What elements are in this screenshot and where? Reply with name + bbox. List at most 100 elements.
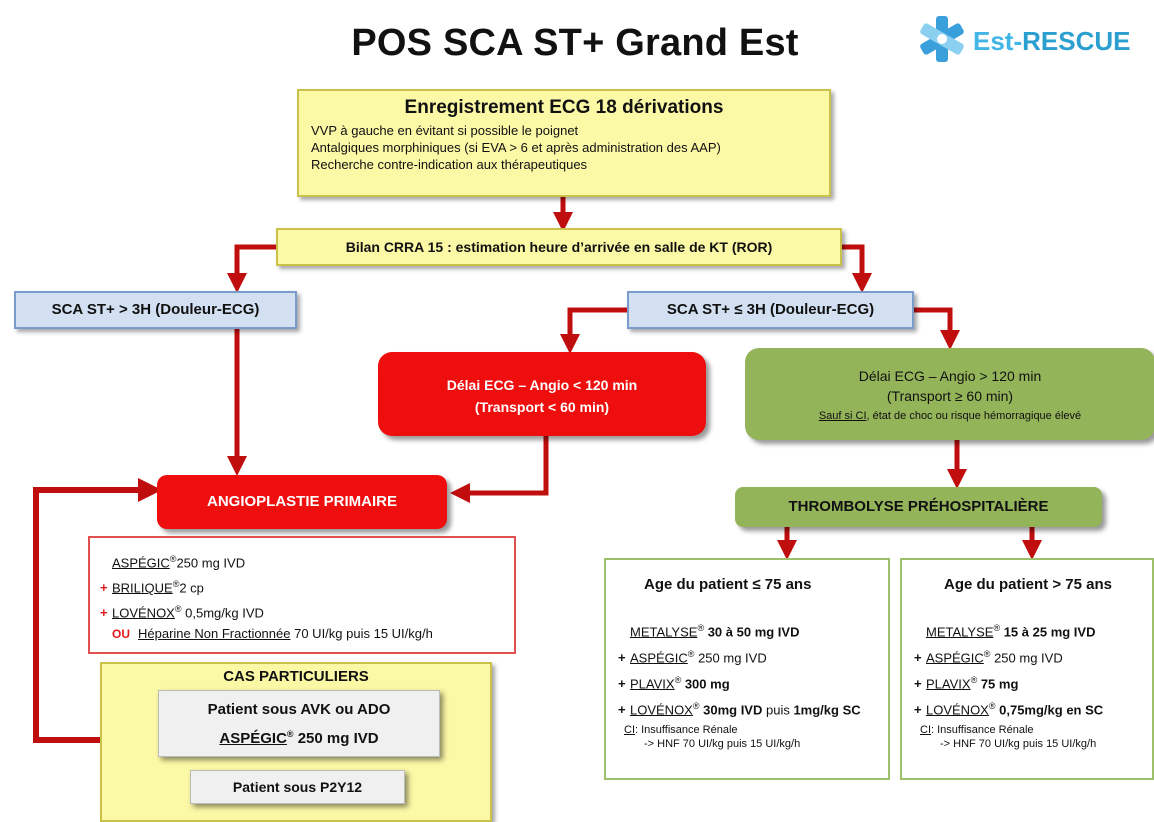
registered-mark: ®	[687, 649, 695, 659]
drug-name: PLAVIX	[630, 676, 675, 692]
est-rescue-logo: Est-RESCUE	[915, 14, 1145, 64]
treatment-row-lovenox: +LOVÉNOX® 0,5mg/kg IVD	[100, 598, 514, 623]
drug-dose: 0,75mg/kg en SC	[999, 702, 1104, 718]
ci-text: : Insuffisance Rénale	[931, 724, 1034, 736]
drug-name: ASPÉGIC	[219, 730, 287, 747]
drug-dose: 2 cp	[179, 580, 204, 596]
drug-name: METALYSE	[926, 624, 994, 640]
drug-dose-connector: puis	[762, 702, 794, 718]
ci-text: : Insuffisance Rénale	[635, 724, 738, 736]
arrow-crra-to-le3	[842, 244, 872, 293]
ecg-recording-box: Enregistrement ECG 18 dérivations VVP à …	[297, 89, 831, 197]
registered-mark: ®	[174, 604, 182, 614]
logo-text-est: Est-	[973, 26, 1023, 56]
note-ci: Sauf si CI	[818, 410, 867, 422]
drug-row-plavix: +PLAVIX® 75 mg	[914, 669, 1152, 695]
ecg-line: Recherche contre-indication aux thérapeu…	[311, 157, 588, 172]
drug-name: Héparine Non Fractionnée	[138, 626, 291, 641]
thrombolyse-box: THROMBOLYSE PRÉHOSPITALIÈRE	[735, 487, 1102, 527]
drug-name: LOVÉNOX	[926, 702, 989, 718]
crra-assessment-box: Bilan CRRA 15 : estimation heure d’arriv…	[276, 228, 842, 266]
drug-dose: 30mg IVD	[703, 702, 763, 718]
avk-ado-case-box: Patient sous AVK ou ADO ASPÉGIC® 250 mg …	[158, 690, 440, 757]
delay-over-120-line1: Délai ECG – Angio > 120 min	[858, 368, 1042, 384]
drug-dose: 30 à 50 mg IVD	[707, 624, 800, 640]
plus-icon: +	[100, 605, 108, 621]
age-gt75-box: Age du patient > 75 ans METALYSE® 15 à 2…	[900, 558, 1154, 780]
ci-hnf: -> HNF 70 UI/kg puis 15 UI/kg/h	[644, 738, 801, 750]
ecg-line: VVP à gauche en évitant si possible le p…	[311, 123, 579, 138]
drug-name: ASPÉGIC	[926, 650, 984, 666]
drug-dose: 75 mg	[980, 676, 1019, 692]
angioplastie-treatment-box: ASPÉGIC®250 mg IVD +BRILIQUE®2 cp +LOVÉN…	[88, 536, 516, 654]
cas-particuliers-title: CAS PARTICULIERS	[223, 668, 369, 685]
angioplastie-primaire-box: ANGIOPLASTIE PRIMAIRE	[157, 475, 447, 529]
arrow-crra-to-gt3	[227, 244, 276, 293]
drug-dose: 250 mg IVD	[297, 730, 379, 747]
delay-under-120-line1: Délai ECG – Angio < 120 min	[446, 377, 638, 393]
treatment-row-aspegic: ASPÉGIC®250 mg IVD	[100, 548, 514, 573]
star-of-life-icon	[920, 16, 964, 62]
avk-drug-line: ASPÉGIC® 250 mg IVD	[159, 722, 439, 751]
ou-label: OU	[112, 627, 130, 641]
drug-name: METALYSE	[630, 624, 698, 640]
plus-icon: +	[100, 580, 108, 596]
plus-icon: +	[914, 676, 922, 692]
contraindication-note: CI: Insuffisance Rénale -> HNF 70 UI/kg …	[624, 723, 888, 751]
registered-mark: ®	[172, 579, 180, 589]
plus-icon: +	[618, 650, 626, 666]
registered-mark: ®	[993, 623, 1001, 633]
delay-over-120-box: Délai ECG – Angio > 120 min (Transport ≥…	[745, 348, 1154, 440]
branch-less-than-3h: SCA ST+ ≤ 3H (Douleur-ECG)	[627, 291, 914, 329]
delay-over-120-line2: (Transport ≥ 60 min)	[886, 388, 1014, 404]
registered-mark: ®	[286, 729, 294, 739]
ecg-line: Antalgiques morphiniques (si EVA > 6 et …	[311, 140, 721, 155]
drug-row-lovenox: +LOVÉNOX® 30mg IVD puis 1mg/kg SC	[618, 695, 888, 721]
delay-under-120-line2: (Transport < 60 min)	[474, 399, 610, 415]
drug-dose: 250 mg IVD	[176, 555, 246, 571]
drug-row-metalyse: METALYSE® 30 à 50 mg IVD	[618, 617, 888, 643]
registered-mark: ®	[988, 701, 996, 711]
plus-icon: +	[618, 702, 626, 718]
plus-icon: +	[914, 650, 922, 666]
drug-row-aspegic: +ASPÉGIC® 250 mg IVD	[914, 643, 1152, 669]
registered-mark: ®	[970, 675, 978, 685]
drug-row-plavix: +PLAVIX® 300 mg	[618, 669, 888, 695]
treatment-row-brilique: +BRILIQUE®2 cp	[100, 573, 514, 598]
arrow-red-to-angio	[450, 436, 549, 503]
drug-dose: 250 mg IVD	[698, 650, 767, 666]
ci-label: CI	[624, 724, 635, 736]
drug-name: ASPÉGIC	[630, 650, 688, 666]
age-le75-title: Age du patient ≤ 75 ans	[644, 576, 812, 593]
ecg-title: Enregistrement ECG 18 dérivations	[404, 97, 724, 118]
drug-dose: 15 à 25 mg IVD	[1003, 624, 1096, 640]
registered-mark: ®	[169, 554, 177, 564]
drug-name: BRILIQUE	[112, 580, 173, 596]
note-rest: , état de choc ou risque hémorragique él…	[866, 410, 1082, 422]
treatment-row-heparine: OU Héparine Non Fractionnée 70 UI/kg puis…	[100, 623, 514, 648]
registered-mark: ®	[692, 701, 700, 711]
drug-row-metalyse: METALYSE® 15 à 25 mg IVD	[914, 617, 1152, 643]
age-le75-box: Age du patient ≤ 75 ans METALYSE® 30 à 5…	[604, 558, 890, 780]
avk-line: Patient sous AVK ou ADO	[207, 701, 391, 718]
drug-name: PLAVIX	[926, 676, 971, 692]
drug-name: LOVÉNOX	[630, 702, 693, 718]
p2y12-case-box: Patient sous P2Y12	[190, 770, 405, 804]
drug-dose: 70 UI/kg puis 15 UI/kg/h	[294, 626, 433, 641]
ci-label: CI	[920, 724, 931, 736]
registered-mark: ®	[697, 623, 705, 633]
drug-row-aspegic: +ASPÉGIC® 250 mg IVD	[618, 643, 888, 669]
drug-dose: 1mg/kg SC	[793, 702, 861, 718]
drug-dose: 250 mg IVD	[994, 650, 1063, 666]
page-title: POS SCA ST+ Grand Est	[351, 22, 799, 64]
delay-over-120-note: Sauf si CI, état de choc ou risque hémor…	[745, 406, 1154, 426]
arrow-le3-to-green	[914, 307, 960, 350]
logo-text-rescue: RESCUE	[1022, 26, 1131, 56]
arrow-le3-to-red	[560, 307, 627, 354]
plus-icon: +	[618, 676, 626, 692]
drug-name: ASPÉGIC	[112, 555, 170, 571]
plus-icon: +	[914, 702, 922, 718]
age-gt75-title: Age du patient > 75 ans	[944, 576, 1112, 593]
drug-dose: 0,5mg/kg IVD	[185, 605, 264, 621]
arrow-cas-loop-to-angio	[33, 478, 162, 743]
